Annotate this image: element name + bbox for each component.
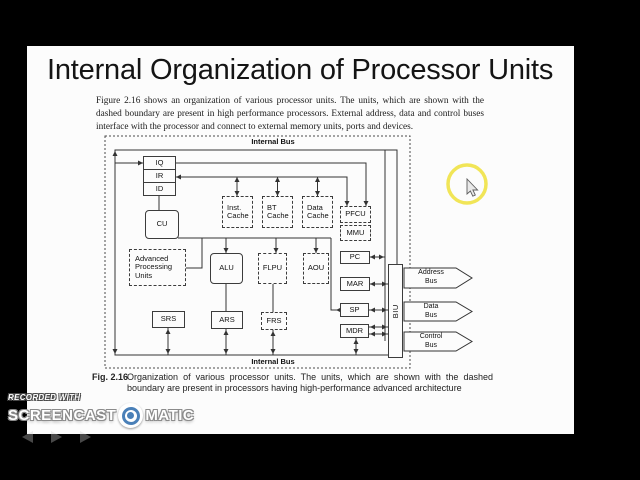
right-arrow-icon xyxy=(51,431,62,443)
page-title: Internal Organization of Processor Units xyxy=(47,54,554,86)
dashed-boundary xyxy=(104,135,411,369)
arrowheads xyxy=(112,151,387,354)
box-frs: FRS xyxy=(261,312,287,330)
intro-paragraph: Figure 2.16 shows an organization of var… xyxy=(96,96,484,132)
box-flpu: FLPU xyxy=(258,253,287,284)
box-alu: ALU xyxy=(210,253,243,284)
box-pfcu: PFCU xyxy=(340,206,371,223)
watermark-matic: MATIC xyxy=(145,407,195,424)
slide-background xyxy=(27,46,574,434)
box-biu: BIU xyxy=(388,264,403,358)
data-bus-label: Data Bus xyxy=(423,303,439,319)
internal-bus-rect xyxy=(114,149,398,356)
watermark: RECORDED WITH SCREENCAST MATIC xyxy=(8,393,194,443)
figure-caption-text: Organization of various processor units.… xyxy=(127,372,493,393)
cursor-highlight-ring xyxy=(446,163,488,205)
box-mmu: MMU xyxy=(340,225,371,241)
mouse-cursor-icon xyxy=(466,177,479,197)
box-ars: ARS xyxy=(211,311,243,329)
figure-caption-number: Fig. 2.16 xyxy=(92,372,129,382)
box-mar: MAR xyxy=(340,277,370,291)
playback-arrow-hints xyxy=(22,431,194,443)
left-arrow-icon xyxy=(22,431,33,443)
watermark-recorded-with: RECORDED WITH xyxy=(8,393,81,402)
box-advanced-processing-units: Advanced Processing Units xyxy=(129,249,186,286)
internal-bus-bottom-label: Internal Bus xyxy=(251,357,295,366)
box-inst-cache: Inst. Cache xyxy=(222,196,253,228)
box-data-cache: Data Cache xyxy=(302,196,333,228)
watermark-screencast: SCREENCAST xyxy=(8,407,117,424)
right-arrow-icon xyxy=(80,431,91,443)
box-aou: AOU xyxy=(303,253,329,284)
screencast-o-matic-logo-icon xyxy=(118,403,144,428)
address-bus-label: Address Bus xyxy=(418,269,444,285)
control-bus-label: Control Bus xyxy=(419,333,443,349)
internal-bus-top-label: Internal Bus xyxy=(251,137,295,146)
box-cu: CU xyxy=(145,210,179,239)
box-srs: SRS xyxy=(152,311,185,328)
control-bus-arrow xyxy=(403,331,473,352)
box-bt-cache: BT Cache xyxy=(262,196,293,228)
box-id: ID xyxy=(143,182,176,196)
data-bus-arrow xyxy=(403,301,473,322)
box-sp: SP xyxy=(340,303,369,317)
box-mdr: MDR xyxy=(340,324,369,338)
address-bus-arrow xyxy=(403,267,473,289)
box-pc: PC xyxy=(340,251,370,264)
